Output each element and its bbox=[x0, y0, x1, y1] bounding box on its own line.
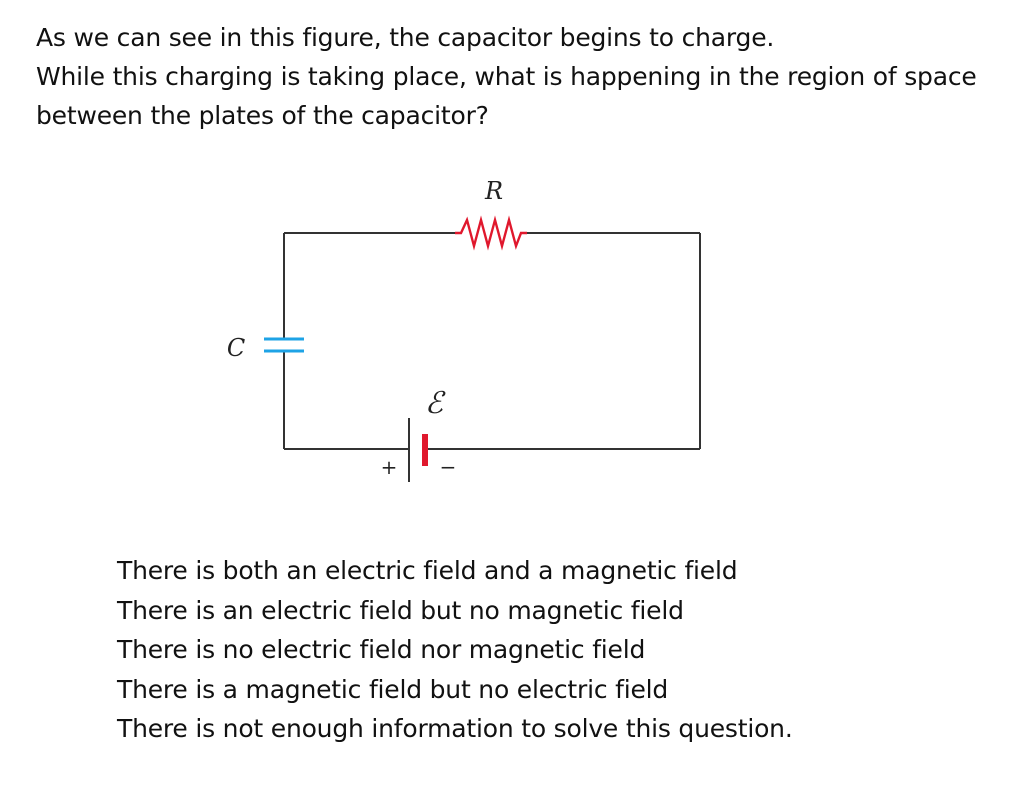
answer-option-5[interactable]: There is not enough information to solve… bbox=[117, 714, 793, 743]
capacitor-label: C bbox=[227, 334, 245, 362]
emf-label: ℰ bbox=[425, 386, 446, 421]
answer-options: There is both an electric field and a ma… bbox=[117, 551, 793, 749]
question-line-1: As we can see in this figure, the capaci… bbox=[36, 23, 775, 52]
answer-option-4[interactable]: There is a magnetic field but no electri… bbox=[117, 674, 669, 704]
resistor-zigzag bbox=[455, 215, 527, 251]
battery-minus-label: − bbox=[440, 455, 457, 479]
battery-plus-label: + bbox=[381, 455, 398, 479]
question-text: As we can see in this figure, the capaci… bbox=[36, 18, 1016, 135]
circuit-wires bbox=[283, 232, 701, 450]
resistor-label: R bbox=[484, 177, 503, 205]
answer-option-2[interactable]: There is an electric field but no magnet… bbox=[117, 595, 684, 625]
answer-option-1[interactable]: There is both an electric field and a ma… bbox=[117, 556, 738, 585]
question-line-3: between the plates of the capacitor? bbox=[36, 101, 489, 130]
answer-option-3[interactable]: There is no electric field nor magnetic … bbox=[117, 635, 646, 664]
question-line-2: While this charging is taking place, wha… bbox=[36, 62, 977, 91]
